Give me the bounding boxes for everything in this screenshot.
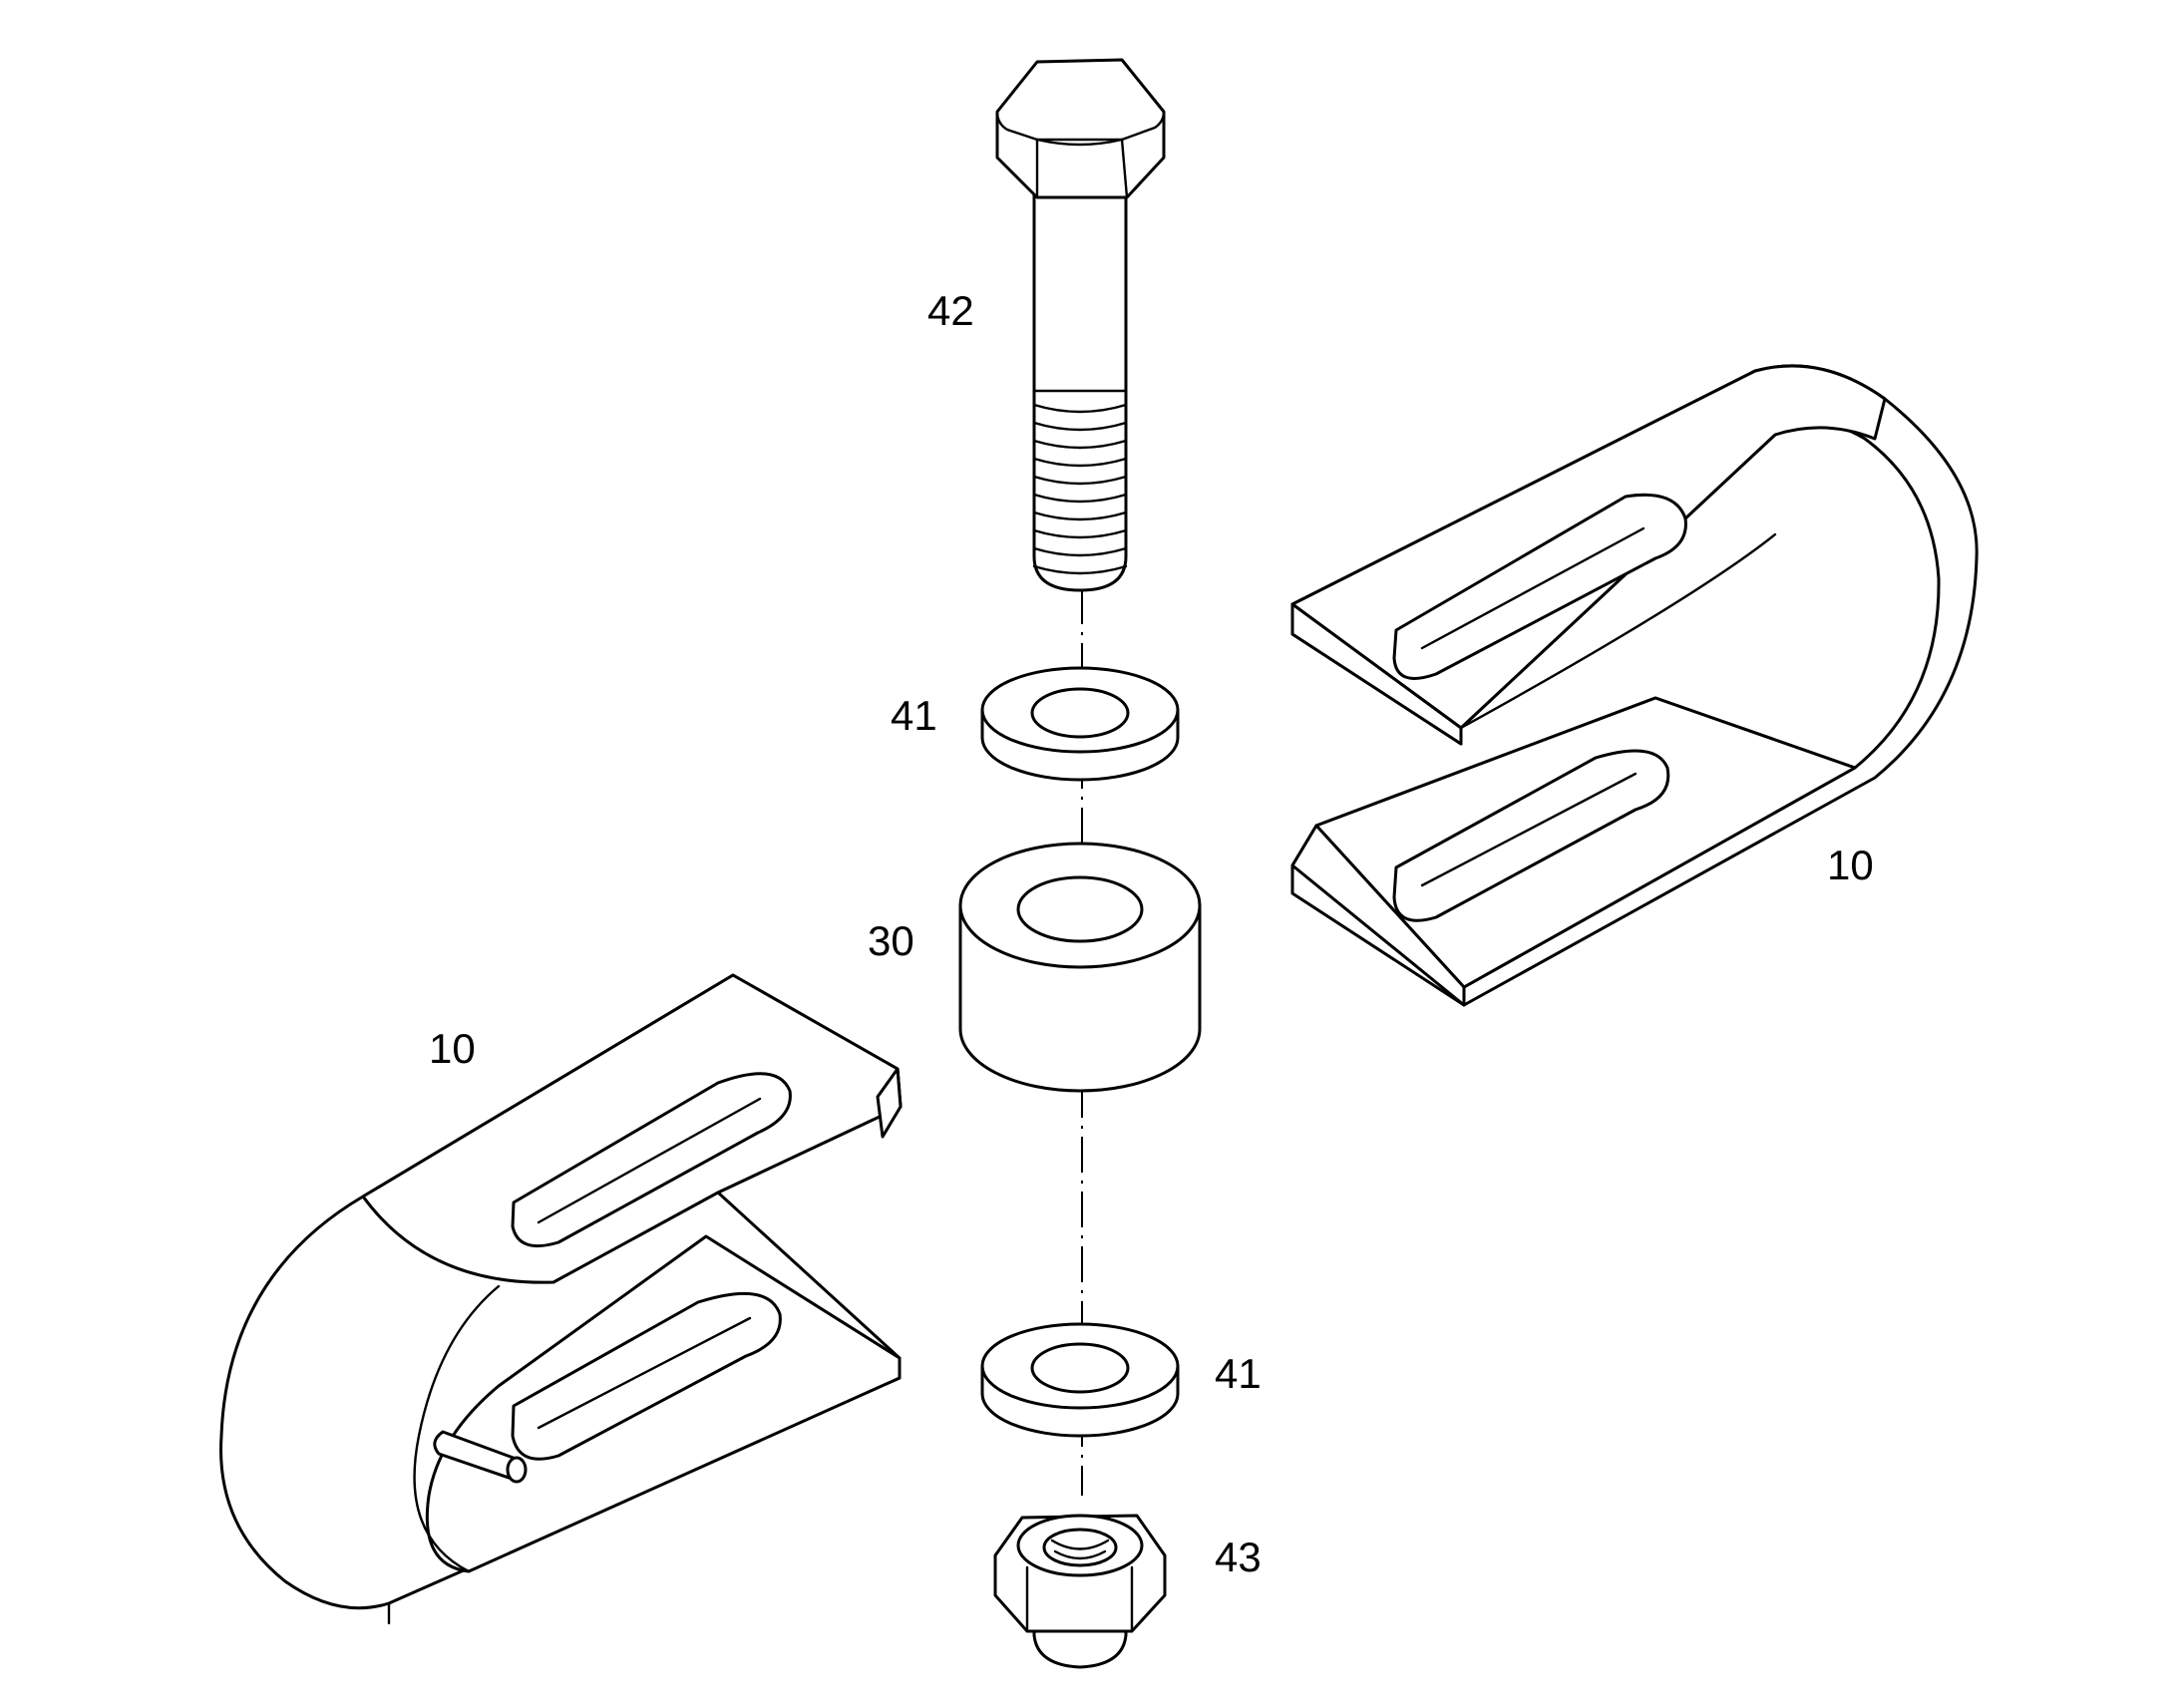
clamp-left xyxy=(219,973,903,1625)
callout-washer-bottom: 41 xyxy=(1215,1350,1262,1397)
callout-labels: 42 41 30 41 43 10 10 xyxy=(429,287,1874,1580)
callout-spacer: 30 xyxy=(868,917,914,964)
callout-washer-top: 41 xyxy=(891,692,937,739)
callout-bolt: 42 xyxy=(927,287,974,334)
callout-nut: 43 xyxy=(1215,1534,1262,1580)
cylindrical-spacer xyxy=(958,842,1202,1093)
callout-clamp-left: 10 xyxy=(429,1025,476,1072)
lock-nut xyxy=(993,1514,1167,1669)
hex-bolt xyxy=(995,58,1166,592)
callout-clamp-right: 10 xyxy=(1827,842,1874,888)
clamp-right xyxy=(1290,364,1979,1007)
washer-bottom xyxy=(980,1322,1180,1438)
washer-top xyxy=(980,666,1180,782)
bolt-threads xyxy=(1032,403,1128,575)
